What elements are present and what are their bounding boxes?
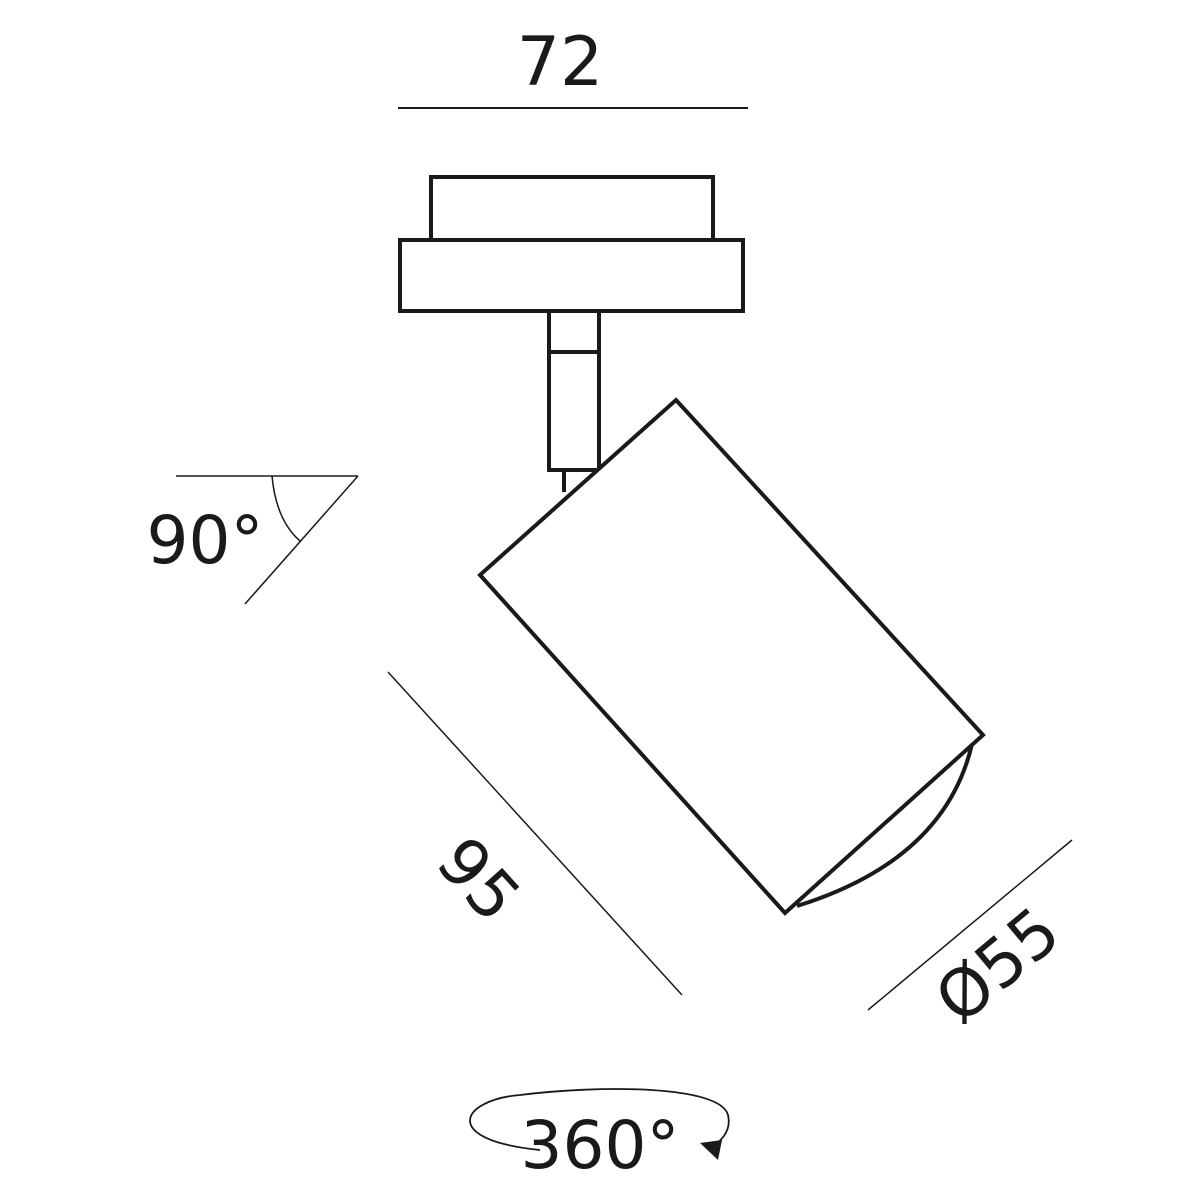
diameter-dimension-line xyxy=(867,839,1073,1011)
lamp-lens xyxy=(796,743,974,908)
diameter-label: Ø55 xyxy=(921,892,1075,1038)
rotation-label: 360° xyxy=(521,1107,680,1184)
lamp-cylinder xyxy=(477,397,986,916)
stem xyxy=(547,309,601,472)
width-label: 72 xyxy=(517,23,604,102)
length-dimension-line xyxy=(387,671,683,996)
adapter-base xyxy=(398,238,745,313)
tilt-label: 90° xyxy=(147,502,264,579)
rotation-arc xyxy=(469,1088,730,1151)
adapter-top xyxy=(429,175,715,242)
tilt-arc xyxy=(271,475,301,542)
length-label: 95 xyxy=(422,823,535,937)
rotation-arrow-icon xyxy=(700,1140,722,1160)
tilt-angle-line xyxy=(244,475,359,605)
